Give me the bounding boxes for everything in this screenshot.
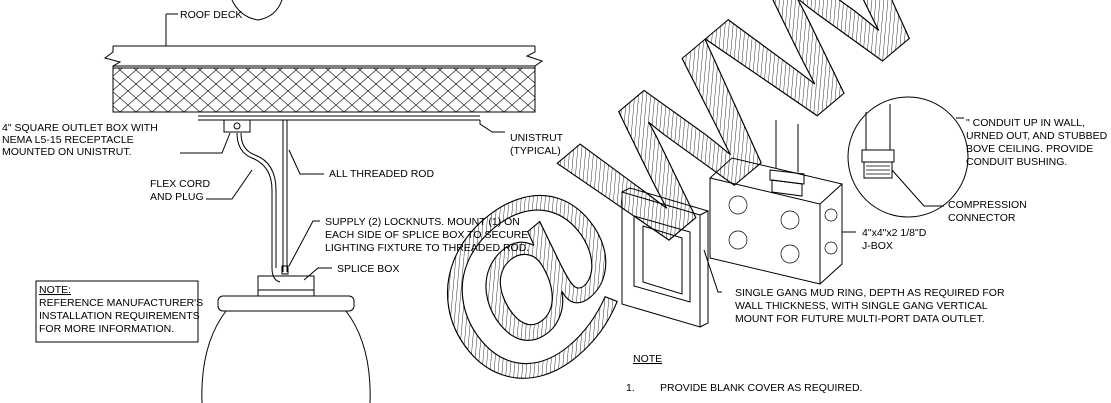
left-note-line-1: REFERENCE MANUFACTURER'S xyxy=(39,297,203,309)
splice-box-label: SPLICE BOX xyxy=(337,263,399,275)
unistrut-label-2: (TYPICAL) xyxy=(510,145,561,157)
outlet-box-label-3: MOUNTED ON UNISTRUT. xyxy=(2,146,132,158)
mud-ring-label-2: WALL THICKNESS, WITH SINGLE GANG VERTICA… xyxy=(735,300,988,312)
outlet-box-label-2: NEMA L5-15 RECEPTACLE xyxy=(2,134,134,146)
left-detail: ROOF DECK UNISTRUT (TYPICAL) 4" SQUARE O… xyxy=(2,0,564,403)
right-note-title: NOTE xyxy=(633,353,662,365)
conduit-label-4: CONDUIT BUSHING. xyxy=(966,156,1067,168)
detail-magnifier xyxy=(847,96,969,218)
left-note-line-3: FOR MORE INFORMATION. xyxy=(39,323,174,335)
outlet-box-label-1: 4" SQUARE OUTLET BOX WITH xyxy=(2,122,158,134)
j-box-label-2: J-BOX xyxy=(862,240,893,252)
flex-cord-label-2: AND PLUG xyxy=(150,191,204,203)
conduit-label-3: BOVE CEILING. PROVIDE xyxy=(966,143,1093,155)
conduit xyxy=(769,120,805,197)
right-note-item-text: PROVIDE BLANK COVER AS REQUIRED. xyxy=(660,382,862,394)
left-note-title: NOTE: xyxy=(39,284,71,296)
conduit-label-1: " CONDUIT UP IN WALL, xyxy=(966,117,1085,129)
insulation xyxy=(112,67,536,113)
unistrut-label-1: UNISTRUT xyxy=(510,132,564,144)
locknut-leader xyxy=(288,220,320,267)
flex-cord-label-1: FLEX CORD xyxy=(150,178,211,190)
locknut-label-3: LIGHTING FIXTURE TO THREADED ROD. xyxy=(325,242,529,254)
roof-deck xyxy=(103,13,544,72)
left-note-box xyxy=(35,280,199,343)
locknut-label-2: EACH SIDE OF SPLICE BOX TO SECURE xyxy=(325,229,528,241)
mud-ring-label-3: MOUNT FOR FUTURE MULTI-PORT DATA OUTLET. xyxy=(735,313,985,325)
flex-cord xyxy=(206,132,281,283)
roof-deck-label: ROOF DECK xyxy=(180,9,242,21)
j-box xyxy=(709,157,856,285)
mud-ring xyxy=(621,187,722,328)
locknut-label-1: SUPPLY (2) LOCKNUTS. MOUNT (1) ON xyxy=(325,216,520,228)
compression-label-2: CONNECTOR xyxy=(948,212,1016,224)
left-note-line-2: INSTALLATION REQUIREMENTS xyxy=(39,310,200,322)
compression-label-1: COMPRESSION xyxy=(948,199,1027,211)
threaded-rod-label: ALL THREADED ROD xyxy=(329,168,434,180)
right-detail: SINGLE GANG MUD RING, DEPTH AS REQUIRED … xyxy=(621,96,1108,394)
j-box-label-1: 4"x4"x2 1/8"D xyxy=(862,227,927,239)
threaded-rod xyxy=(282,120,324,272)
outlet-box xyxy=(180,119,251,154)
mud-ring-label-1: SINGLE GANG MUD RING, DEPTH AS REQUIRED … xyxy=(735,287,1005,299)
unistrut xyxy=(198,115,505,133)
splice-box xyxy=(257,265,332,297)
lighting-fixture xyxy=(201,295,371,403)
detail-circle-fragment xyxy=(231,0,283,21)
conduit-label-2: URNED OUT, AND STUBBED xyxy=(966,130,1108,142)
right-note-item-number: 1. xyxy=(626,382,635,394)
